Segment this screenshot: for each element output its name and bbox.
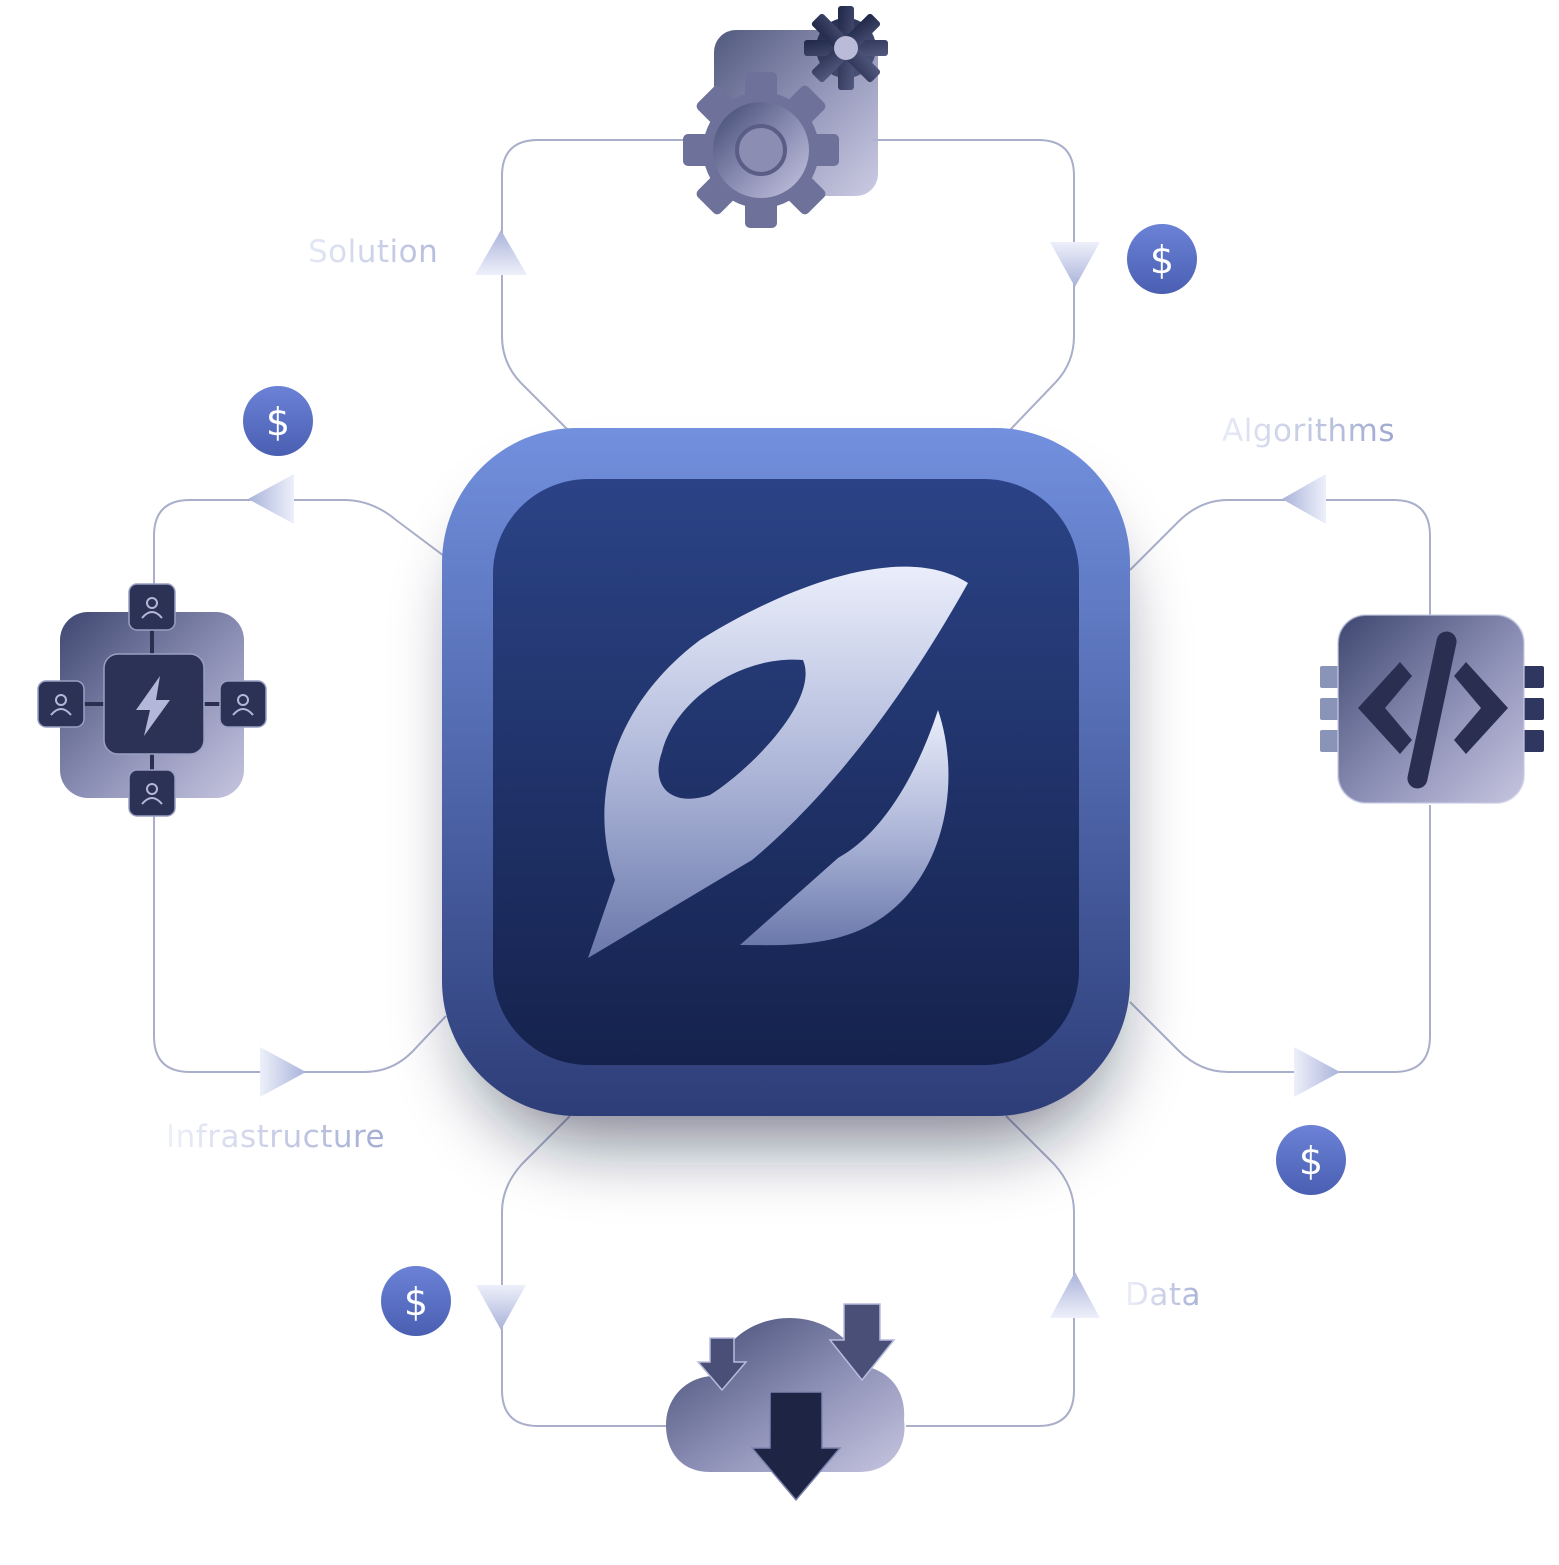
connector-algorithms bbox=[1129, 499, 1431, 1073]
logo-mark bbox=[588, 566, 968, 958]
node-label-infrastructure: Infrastructure bbox=[166, 1119, 386, 1155]
arrow-right-infrastructure bbox=[260, 1047, 306, 1097]
arrow-down-data bbox=[476, 1285, 526, 1330]
arrow-left-algorithms bbox=[1282, 474, 1326, 524]
node-label-algorithms: Algorithms bbox=[1222, 413, 1395, 449]
dollar-badge: $ bbox=[381, 1266, 451, 1336]
dollar-symbol: $ bbox=[266, 400, 290, 444]
code-chip-icon bbox=[1320, 614, 1544, 804]
network-hub-icon bbox=[37, 583, 267, 817]
node-label-data: Data bbox=[1125, 1277, 1202, 1313]
connector-data bbox=[501, 1115, 1075, 1427]
arrow-up-solution bbox=[475, 230, 527, 275]
arrow-left-infrastructure bbox=[248, 474, 294, 524]
center-tile bbox=[442, 428, 1130, 1140]
arrow-right-algorithms bbox=[1294, 1047, 1340, 1097]
node-label-solution: Solution bbox=[308, 234, 439, 270]
dollar-badge: $ bbox=[243, 386, 313, 456]
dollar-symbol: $ bbox=[1150, 238, 1174, 282]
gears-icon bbox=[683, 6, 888, 228]
dollar-badge: $ bbox=[1127, 224, 1197, 294]
cloud-download-icon bbox=[666, 1303, 905, 1502]
dollar-symbol: $ bbox=[1299, 1139, 1323, 1183]
arrow-down-solution bbox=[1050, 242, 1100, 287]
direction-arrows bbox=[248, 230, 1340, 1330]
dollar-symbol: $ bbox=[404, 1280, 428, 1324]
connectors bbox=[153, 139, 1431, 1427]
arrow-up-data bbox=[1050, 1272, 1100, 1318]
connector-infrastructure bbox=[153, 499, 447, 1073]
dollar-badges: $ $ $ $ bbox=[243, 224, 1346, 1336]
connector-solution bbox=[501, 139, 1075, 431]
dollar-badge: $ bbox=[1276, 1125, 1346, 1195]
